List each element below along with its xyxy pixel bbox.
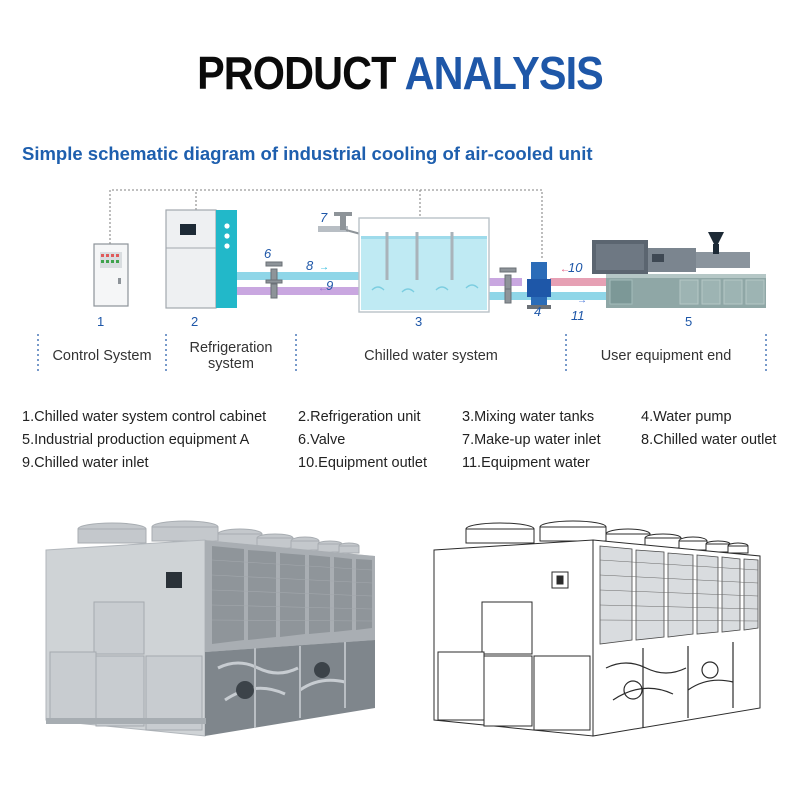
num-1: 1 (97, 314, 104, 329)
refrigeration-unit-icon (165, 209, 237, 309)
section-separators (37, 334, 767, 372)
control-cabinet-icon (93, 243, 129, 307)
arrow-chilled-out: → (319, 262, 329, 273)
mixing-tank-icon (358, 217, 490, 313)
num-8: 8 (306, 258, 314, 273)
legend-item-7: 7.Make-up water inlet (462, 432, 601, 448)
flow-arrows: → ← ← → (318, 262, 587, 306)
arrow-equipment-outlet: ← (560, 264, 570, 275)
legend-item-2: 2.Refrigeration unit (298, 409, 421, 425)
arrow-equipment-water: → (577, 295, 587, 306)
chiller-unit-line-drawing (433, 520, 761, 737)
legend-item-1: 1.Chilled water system control cabinet (22, 409, 267, 425)
control-wiring (109, 189, 543, 258)
legend-item-3: 3.Mixing water tanks (462, 409, 595, 425)
num-4: 4 (534, 304, 541, 319)
title-word-product: PRODUCT (197, 47, 396, 99)
segment-chilled-water-system: Chilled water system (364, 348, 498, 364)
legend-item-9: 9.Chilled water inlet (22, 455, 149, 471)
chiller-unit-photo (45, 520, 375, 737)
legend-item-11: 11.Equipment water (462, 455, 590, 471)
legend-item-5: 5.Industrial production equipment A (22, 432, 250, 448)
legend-item-10: 10.Equipment outlet (298, 455, 427, 471)
num-6: 6 (264, 246, 272, 261)
title-word-analysis: ANALYSIS (404, 47, 604, 99)
valve-icon (265, 261, 517, 304)
page-title: PRODUCT ANALYSIS (40, 46, 760, 100)
num-3: 3 (415, 314, 422, 329)
legend-item-8: 8.Chilled water outlet (641, 432, 777, 448)
segment-control-system: Control System (52, 348, 152, 364)
num-5: 5 (685, 314, 692, 329)
diagram-subtitle: Simple schematic diagram of industrial c… (22, 143, 593, 164)
legend-item-4: 4.Water pump (641, 409, 732, 425)
water-pump-icon (527, 262, 551, 309)
num-9: 9 (326, 278, 333, 293)
injection-machine-icon (592, 232, 766, 308)
segment-refrigeration-system: Refrigeration system (189, 340, 273, 372)
arrow-chilled-in: ← (318, 283, 328, 294)
num-7: 7 (320, 210, 328, 225)
segment-user-equipment-end: User equipment end (600, 348, 732, 364)
num-2: 2 (191, 314, 198, 329)
legend-item-6: 6.Valve (298, 432, 346, 448)
num-11: 11 (571, 308, 585, 323)
num-10: 10 (568, 260, 583, 275)
